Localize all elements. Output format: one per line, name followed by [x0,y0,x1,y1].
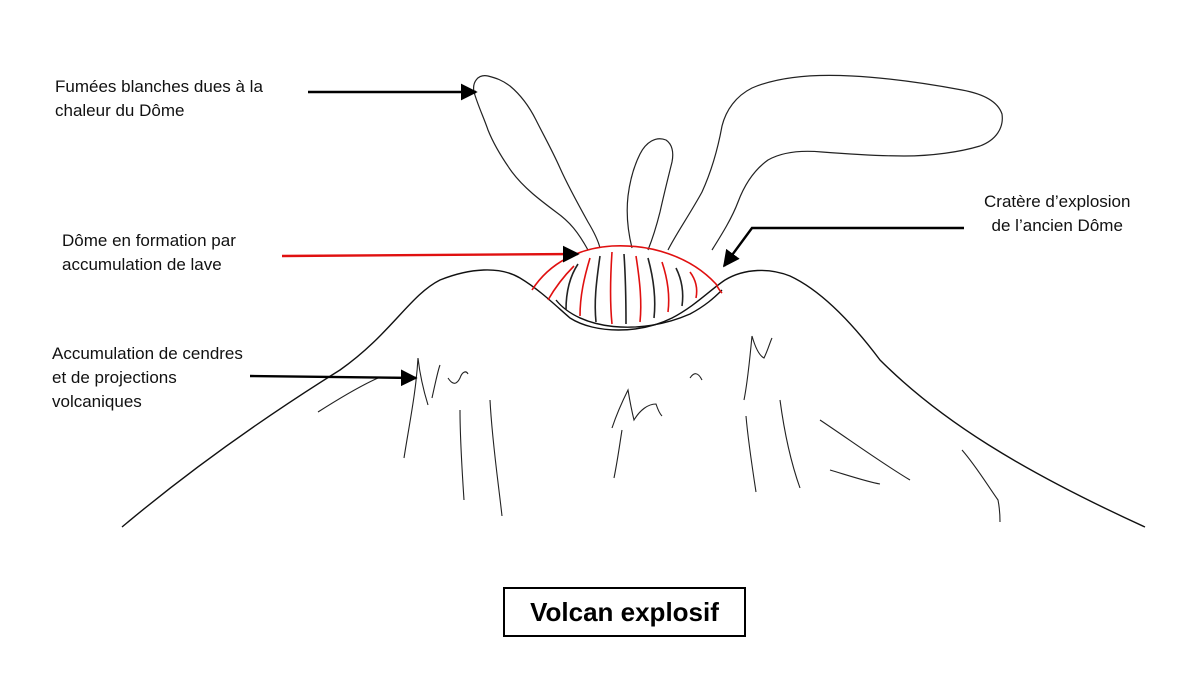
label-explosion-crater-line1: Cratère d’explosion [984,190,1130,214]
smoke-plume-right [668,75,1002,250]
label-ash-accumulation-line1: Accumulation de cendres [52,342,243,366]
label-ash-accumulation-line3: volcaniques [52,390,243,414]
label-ash-accumulation: Accumulation de cendres et de projection… [52,342,243,414]
label-ash-accumulation-line2: et de projections [52,366,243,390]
smoke-plumes [474,75,1003,250]
smoke-plume-left [474,76,600,250]
smoke-plume-middle [627,139,673,250]
arrow-cratere [724,228,964,266]
label-white-smoke-line2: chaleur du Dôme [55,99,263,123]
label-white-smoke-line1: Fumées blanches dues à la [55,75,263,99]
label-white-smoke: Fumées blanches dues à la chaleur du Dôm… [55,75,263,123]
title-box: Volcan explosif [503,587,746,637]
annotation-arrows [250,92,964,378]
label-dome-formation-line1: Dôme en formation par [62,229,236,253]
diagram-title: Volcan explosif [530,597,719,628]
label-explosion-crater-line2: de l’ancien Dôme [984,214,1130,238]
label-explosion-crater: Cratère d’explosion de l’ancien Dôme [984,190,1130,238]
volcano-outline [122,270,1145,527]
label-dome-formation-line2: accumulation de lave [62,253,236,277]
arrow-dome-formation [282,254,578,256]
arrow-accumulation [250,376,416,378]
label-dome-formation: Dôme en formation par accumulation de la… [62,229,236,277]
volcano-gullies [318,336,1000,522]
